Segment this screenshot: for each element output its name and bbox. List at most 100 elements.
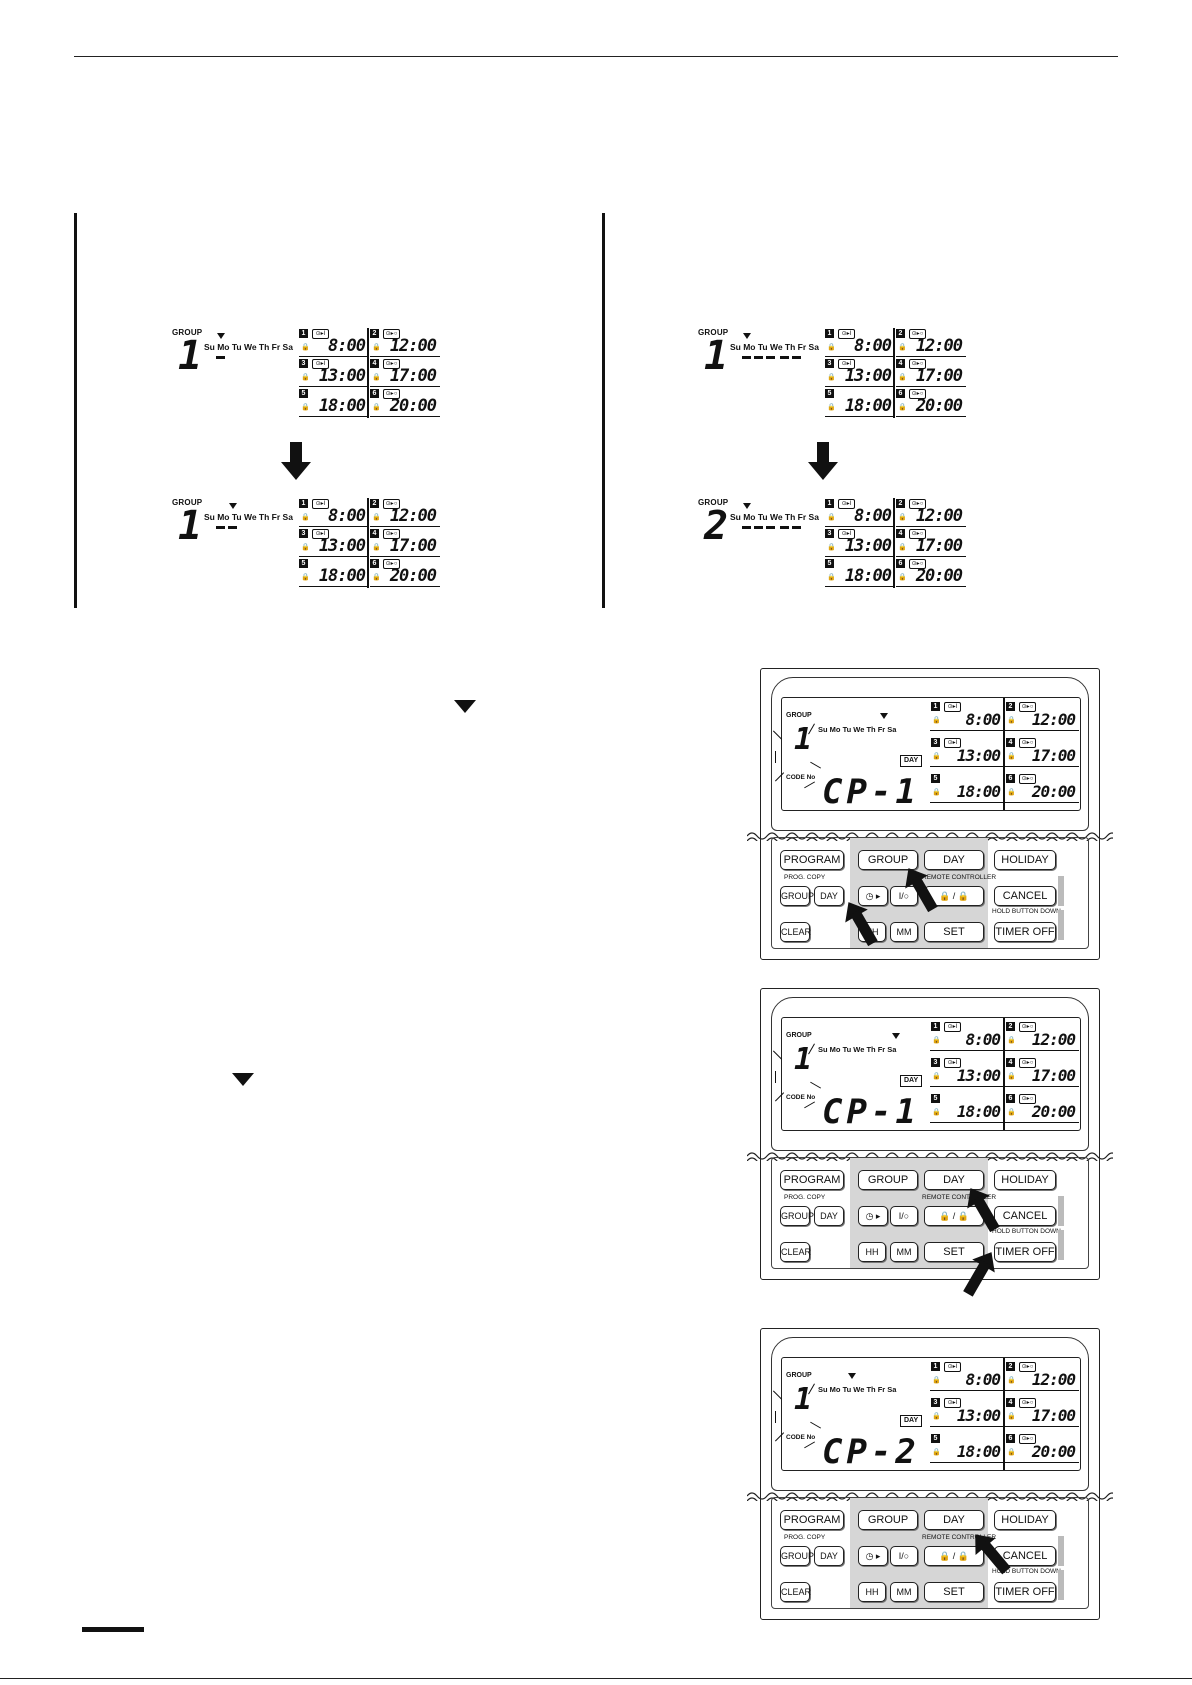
day-selected-mark	[216, 526, 225, 529]
timer-off-button[interactable]: TIMER OFF	[994, 1582, 1056, 1602]
program-button[interactable]: PROGRAM	[780, 850, 844, 870]
lock-button[interactable]: 🔒 / 🔒	[924, 1546, 984, 1566]
slot-number: 5	[825, 559, 834, 568]
slot-underline	[370, 416, 440, 417]
prog-copy-label: PROG. COPY	[784, 1534, 826, 1541]
hold-button-label: HOLD BUTTON DOWN	[992, 908, 1061, 915]
program-slot: 6 ⊙▸○🔒 20:00	[1005, 1432, 1079, 1463]
day-pointer-icon	[743, 503, 751, 509]
group-button[interactable]: GROUP	[858, 850, 918, 870]
slot-underline	[370, 556, 440, 557]
group-button[interactable]: GROUP	[858, 1510, 918, 1530]
program-slot: 4⊙▸○🔒17:00	[896, 358, 966, 387]
hh-button[interactable]: HH	[858, 1582, 886, 1602]
program-slot: 5🔒18:00	[825, 388, 895, 417]
slot-time: 12:00	[1031, 1370, 1076, 1389]
down-arrow-icon	[808, 442, 838, 482]
timer-mode-icon: ⊙▸○	[909, 499, 926, 509]
hold-button-label: HOLD BUTTON DOWN	[992, 1228, 1061, 1235]
copy-group-button[interactable]: GROUP	[780, 886, 814, 906]
clear-button[interactable]: CLEAR	[780, 1582, 811, 1602]
day-button[interactable]: DAY	[924, 1510, 984, 1530]
copy-day-button[interactable]: DAY	[814, 1546, 844, 1566]
day-button[interactable]: DAY	[924, 850, 984, 870]
set-button[interactable]: SET	[924, 922, 984, 942]
slot-underline	[896, 386, 966, 387]
clock-button[interactable]: ◷ ▸	[858, 886, 888, 906]
clock-button[interactable]: ◷ ▸	[858, 1206, 888, 1226]
timer-mode-icon: ⊙▸○	[1019, 1434, 1036, 1444]
lock-icon: 🔒	[301, 574, 310, 581]
copy-day-button[interactable]: DAY	[814, 886, 844, 906]
group-number: 1	[178, 333, 203, 379]
clock-button[interactable]: ◷ ▸	[858, 1546, 888, 1566]
group-button[interactable]: GROUP	[858, 1170, 918, 1190]
day-selected-mark	[754, 526, 763, 529]
copy-group-button[interactable]: GROUP	[780, 1546, 814, 1566]
timer-mode-icon: ⊙▸I	[838, 499, 855, 509]
set-button[interactable]: SET	[924, 1582, 984, 1602]
weekday-row: Su Mo Tu We Th Fr Sa	[818, 1385, 897, 1394]
day-pointer-icon	[892, 1033, 900, 1039]
mm-button[interactable]: MM	[890, 1242, 918, 1262]
day-selected-mark	[742, 356, 751, 359]
timer-off-button[interactable]: TIMER OFF	[994, 1242, 1056, 1262]
slot-number: 6	[1006, 1434, 1015, 1443]
slot-number: 3	[931, 1058, 940, 1067]
program-button[interactable]: PROGRAM	[780, 1510, 844, 1530]
timer-mode-icon: ⊙▸I	[312, 359, 329, 369]
on-off-button[interactable]: I/○	[890, 1206, 918, 1226]
copy-group-button[interactable]: GROUP	[780, 1206, 814, 1226]
slot-time: 17:00	[389, 536, 437, 556]
set-button[interactable]: SET	[924, 1242, 984, 1262]
remote-controller-label: REMOTE CONTROLLER	[922, 1194, 997, 1201]
program-button[interactable]: PROGRAM	[780, 1170, 844, 1190]
lock-icon: 🔒	[1007, 1073, 1016, 1080]
copy-code: CP-1	[822, 1092, 920, 1132]
holiday-button[interactable]: HOLIDAY	[994, 850, 1056, 870]
timer-off-button[interactable]: TIMER OFF	[994, 922, 1056, 942]
slot-number: 2	[896, 329, 905, 338]
lock-icon: 🔒	[898, 344, 907, 351]
lock-icon: 🔒	[1007, 1449, 1016, 1456]
slot-underline	[825, 386, 895, 387]
slot-underline	[896, 586, 966, 587]
clear-button[interactable]: CLEAR	[780, 1242, 811, 1262]
slot-time: 12:00	[389, 506, 437, 526]
lock-icon: 🔒	[932, 1449, 941, 1456]
slot-time: 20:00	[1031, 1442, 1076, 1461]
day-selected-mark	[792, 526, 801, 529]
mm-button[interactable]: MM	[890, 1582, 918, 1602]
cancel-button[interactable]: CANCEL	[994, 1206, 1056, 1226]
day-copy-badge: DAY	[900, 1415, 923, 1427]
slot-number: 2	[1006, 702, 1015, 711]
on-off-button[interactable]: I/○	[890, 1546, 918, 1566]
slot-number: 3	[299, 359, 308, 368]
holiday-button[interactable]: HOLIDAY	[994, 1510, 1056, 1530]
slot-time: 17:00	[1031, 746, 1076, 765]
cancel-button[interactable]: CANCEL	[994, 1546, 1056, 1566]
slot-number: 4	[1006, 1058, 1015, 1067]
copy-day-button[interactable]: DAY	[814, 1206, 844, 1226]
hh-button[interactable]: HH	[858, 1242, 886, 1262]
holiday-button[interactable]: HOLIDAY	[994, 1170, 1056, 1190]
mm-button[interactable]: MM	[890, 922, 918, 942]
lock-icon: 🔒	[301, 514, 310, 521]
timer-mode-icon: ⊙▸○	[1019, 702, 1036, 712]
clear-button[interactable]: CLEAR	[780, 922, 811, 942]
timer-mode-icon: ⊙▸I	[944, 738, 961, 748]
day-button[interactable]: DAY	[924, 1170, 984, 1190]
cancel-button[interactable]: CANCEL	[994, 886, 1056, 906]
on-off-button[interactable]: I/○	[890, 886, 918, 906]
program-slot: 2⊙▸○🔒12:00	[896, 498, 966, 527]
slot-number: 2	[1006, 1362, 1015, 1371]
lock-button[interactable]: 🔒 / 🔒	[924, 886, 984, 906]
program-slot: 1⊙▸I🔒8:00	[930, 1020, 1004, 1051]
slot-underline	[370, 526, 440, 527]
slot-time: 8:00	[965, 1030, 1001, 1049]
slot-divider	[367, 328, 369, 418]
